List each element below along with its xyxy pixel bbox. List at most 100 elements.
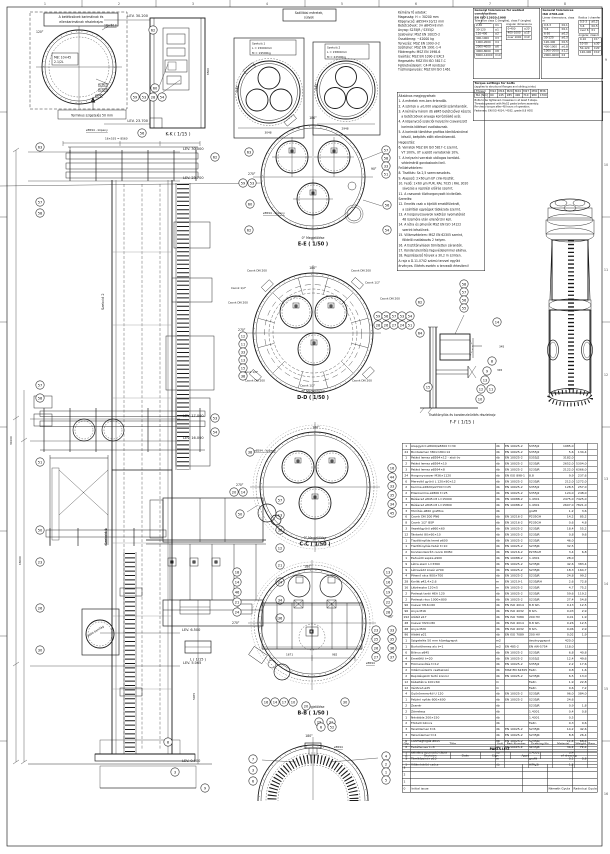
svg-text:13: 13	[386, 570, 391, 574]
callout-bubble: 14	[270, 697, 280, 707]
callout-bubble: 59	[238, 178, 248, 188]
callout-bubble: 1	[381, 767, 391, 777]
svg-text:1: 1	[385, 770, 387, 774]
svg-text:33: 33	[241, 350, 246, 354]
note-line: 6. Varratok MSZ EN ISO 5817-C szerint,	[398, 145, 458, 150]
svg-text:51: 51	[38, 460, 43, 464]
callout-bubble: 18	[232, 567, 242, 577]
svg-text:20: 20	[232, 490, 237, 494]
callout-bubble: 58	[35, 208, 45, 218]
level-label: LEV. 17.000	[183, 414, 204, 418]
svg-text:33: 33	[390, 628, 395, 632]
section-base-ring-view	[257, 737, 379, 801]
callout-bubble: 51	[405, 320, 415, 330]
note-line: 18. Repülésjelző fények a 30,2 m szinten…	[398, 254, 462, 258]
zone-number: 15	[604, 687, 608, 691]
note-line: Hegesztés: MSZ EN ISO 5817-C	[398, 59, 446, 63]
svg-text:38: 38	[278, 528, 283, 532]
nozzle-label: Csonk DN 200	[228, 301, 248, 305]
callout-bubble: 56	[459, 295, 469, 305]
callout-bubble: 21	[275, 560, 285, 570]
callout-bubble: 62	[244, 225, 254, 235]
tolerance-title: General tolerances	[542, 9, 574, 12]
callout-bubble: 3	[248, 765, 258, 775]
callout-bubble: 38	[238, 371, 248, 381]
svg-text:53: 53	[400, 314, 405, 318]
nozzle-label: Csonk 1/2"	[231, 286, 247, 290]
level-label: LEV. 6.500	[182, 628, 200, 632]
svg-text:28: 28	[386, 610, 391, 614]
svg-text:33: 33	[390, 484, 395, 488]
chimney-elevation-view: 30200 16000 ø8594 - köpeny 16×535 = 8560…	[9, 128, 285, 793]
note-line: 14. A létra és pihenők MSZ EN ISO 14122	[398, 223, 462, 227]
spec-label2: 2.1/2L	[54, 60, 64, 64]
callout-bubble: 62	[415, 297, 425, 307]
callout-bubble: 8	[163, 737, 173, 747]
zone-number: 12	[604, 373, 608, 377]
table-row: 2000-4000±2	[542, 53, 570, 59]
section2-length: L = 15800mm	[327, 50, 347, 54]
zone-number: 5	[341, 2, 343, 6]
callout-bubble: 13	[480, 375, 490, 385]
callout-bubble: 59	[373, 311, 383, 321]
callout-bubble: 8	[487, 356, 497, 366]
note-line: Tervezés: MSZ EN 1993-3-2	[398, 41, 440, 46]
svg-text:27: 27	[374, 655, 379, 659]
svg-text:14: 14	[235, 580, 240, 584]
callout-bubble: 53	[397, 311, 407, 321]
section-kk-view: LEV. 30.200 LEV. 23.700 K-K ( 1/15 ) 650…	[104, 14, 210, 138]
flange-detail-title2: ellenkarimáinak részletrajza	[59, 20, 103, 24]
svg-text:57: 57	[384, 148, 389, 152]
svg-text:23: 23	[374, 628, 379, 632]
callout-bubble: 25	[371, 634, 381, 644]
callout-bubble: 33	[381, 161, 391, 171]
svg-text:19: 19	[386, 590, 391, 594]
dim-label: 1671	[286, 653, 293, 657]
base-dia-label: ø8594	[334, 745, 343, 749]
section2-mass: M = 22500kg	[327, 55, 346, 59]
callout-bubble: 36	[387, 643, 397, 653]
nozzle-label: Csonk DN 200	[352, 379, 372, 383]
svg-text:59: 59	[133, 95, 138, 99]
callout-bubble: 35	[387, 634, 397, 644]
revision-row: 3	[402, 764, 598, 772]
angle-label: 180°	[309, 266, 317, 270]
level-label: LEV. 23.700	[127, 119, 148, 123]
note-line: Anyag: S235JR / S355J2	[398, 28, 434, 33]
callout-bubble: 20	[301, 701, 311, 711]
svg-text:58: 58	[38, 211, 43, 215]
callout-bubble: 56	[382, 200, 392, 210]
svg-text:46: 46	[235, 590, 240, 594]
dim-label: 5065	[192, 693, 196, 700]
level-label: LEV. 16.000	[183, 436, 204, 440]
callout-bubble: 20	[229, 487, 239, 497]
note-line: Magasság: H = 30200 mm	[398, 15, 439, 19]
svg-text:52: 52	[330, 725, 335, 729]
svg-text:26: 26	[374, 646, 379, 650]
torque-subtitle: (applies to structural flanges and slidi…	[474, 85, 536, 89]
callout-bubble: 34	[275, 595, 285, 605]
svg-text:45: 45	[390, 511, 395, 515]
dim-label: 3048	[264, 131, 271, 135]
note-line: készül, beépítés előtt ellenőrizendő.	[398, 135, 456, 140]
svg-text:35: 35	[390, 637, 395, 641]
callout-bubble: 22	[383, 597, 393, 607]
svg-text:54: 54	[160, 95, 165, 99]
callout-bubble: 14	[238, 487, 248, 497]
note-line: sávozás a repülési előírás szerint.	[398, 187, 454, 191]
table-row: 120-400±10′	[578, 50, 602, 56]
zone-number: 6	[415, 2, 417, 6]
tolerance-angle-table: 0-400±20′400-1000±15′over 1000±10′	[506, 26, 532, 40]
shell-dia-label: ø8594 - köpeny	[86, 128, 108, 132]
